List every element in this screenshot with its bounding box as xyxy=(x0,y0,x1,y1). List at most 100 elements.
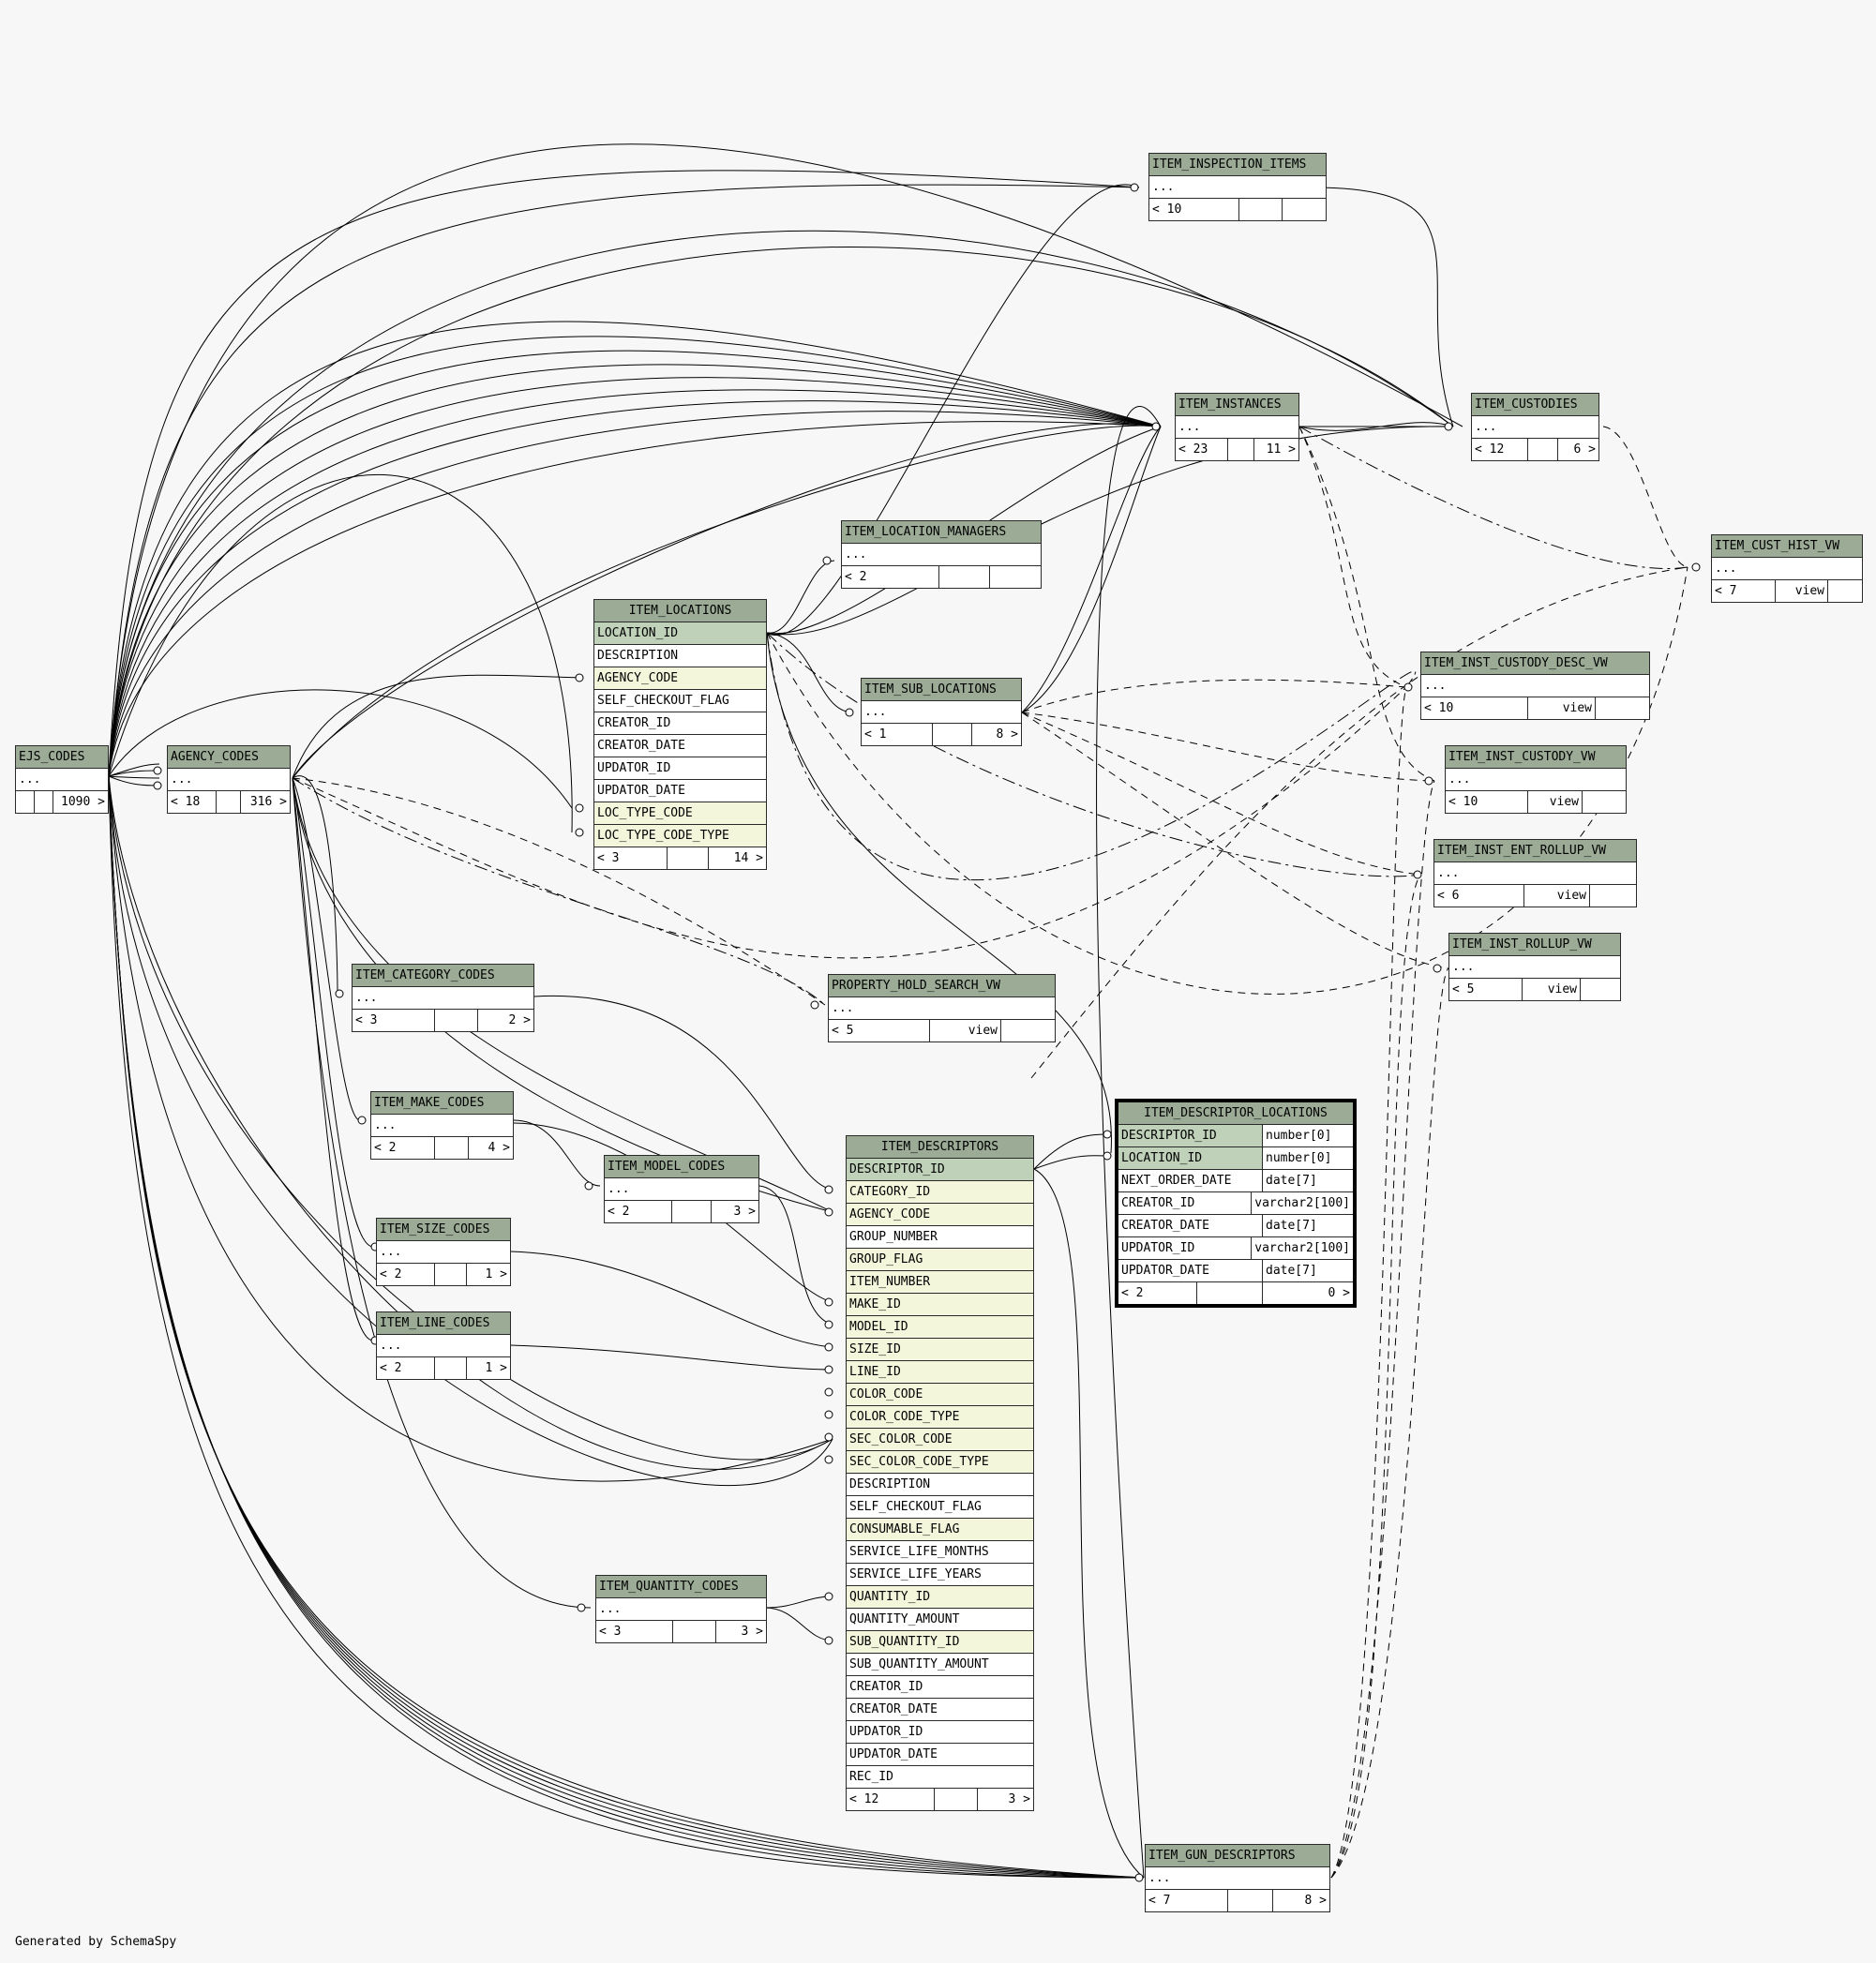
column-row[interactable]: ITEM_NUMBER xyxy=(847,1271,1033,1294)
children-count[interactable]: 6 > xyxy=(1573,442,1596,457)
table-item-size-codes[interactable]: ITEM_SIZE_CODES ... < 2 1 > xyxy=(376,1218,511,1286)
parents-count[interactable]: < 2 xyxy=(371,1137,435,1159)
children-count[interactable]: 3 > xyxy=(733,1205,756,1219)
children-count[interactable] xyxy=(1581,979,1620,1000)
table-item-sub-locations[interactable]: ITEM_SUB_LOCATIONS ... < 1 8 > xyxy=(861,678,1022,746)
children-count[interactable]: 1 > xyxy=(485,1267,507,1281)
collapsed-columns[interactable]: ... xyxy=(1472,416,1598,439)
collapsed-columns[interactable]: ... xyxy=(605,1178,758,1201)
table-item-model-codes[interactable]: ITEM_MODEL_CODES ... < 2 3 > xyxy=(604,1155,759,1223)
children-count[interactable]: 2 > xyxy=(508,1013,531,1027)
children-count[interactable]: 4 > xyxy=(488,1141,510,1155)
parents-count[interactable]: < 5 xyxy=(829,1020,930,1041)
column-row[interactable]: LOCATION_ID number[0] xyxy=(1118,1147,1353,1170)
collapsed-columns[interactable]: ... xyxy=(1421,675,1649,697)
column-row[interactable]: LINE_ID xyxy=(847,1361,1033,1384)
children-count[interactable]: 11 > xyxy=(1266,442,1296,457)
column-row[interactable]: AGENCY_CODE xyxy=(594,667,766,690)
collapsed-columns[interactable]: ... xyxy=(829,997,1055,1020)
column-row[interactable]: REC_ID xyxy=(847,1766,1033,1789)
collapsed-columns[interactable]: ... xyxy=(1712,558,1862,580)
column-row[interactable]: DESCRIPTION xyxy=(847,1474,1033,1496)
table-item-category-codes[interactable]: ITEM_CATEGORY_CODES ... < 3 2 > xyxy=(352,964,534,1032)
column-row[interactable]: LOCATION_ID xyxy=(594,622,766,645)
table-ejs-codes[interactable]: EJS_CODES ... 1090 > xyxy=(15,745,109,814)
children-count[interactable] xyxy=(1283,199,1326,220)
table-item-inspection-items[interactable]: ITEM_INSPECTION_ITEMS ... < 10 xyxy=(1148,153,1327,221)
collapsed-columns[interactable]: ... xyxy=(596,1598,766,1621)
parents-count[interactable]: < 3 xyxy=(353,1010,435,1031)
column-row[interactable]: AGENCY_CODE xyxy=(847,1204,1033,1226)
collapsed-columns[interactable]: ... xyxy=(377,1241,510,1264)
children-count[interactable]: 3 > xyxy=(741,1625,763,1639)
table-item-location-managers[interactable]: ITEM_LOCATION_MANAGERS ... < 2 xyxy=(841,520,1042,589)
parents-count[interactable]: < 2 xyxy=(377,1357,435,1379)
column-row[interactable]: MAKE_ID xyxy=(847,1294,1033,1316)
parents-count[interactable]: < 18 xyxy=(168,791,217,813)
collapsed-columns[interactable]: ... xyxy=(1449,956,1620,979)
column-row[interactable]: QUANTITY_ID xyxy=(847,1586,1033,1609)
children-count[interactable] xyxy=(1596,697,1649,719)
children-count[interactable]: 8 > xyxy=(1304,1894,1327,1908)
column-row[interactable]: QUANTITY_AMOUNT xyxy=(847,1609,1033,1631)
parents-count[interactable]: < 2 xyxy=(842,566,939,588)
children-count[interactable] xyxy=(1828,580,1862,602)
column-row[interactable]: CATEGORY_ID xyxy=(847,1181,1033,1204)
table-item-inst-ent-rollup-vw[interactable]: ITEM_INST_ENT_ROLLUP_VW ... < 6 view xyxy=(1433,839,1637,907)
parents-count[interactable]: < 3 xyxy=(596,1621,673,1642)
table-item-line-codes[interactable]: ITEM_LINE_CODES ... < 2 1 > xyxy=(376,1311,511,1380)
table-item-inst-custody-vw[interactable]: ITEM_INST_CUSTODY_VW ... < 10 view xyxy=(1445,745,1627,814)
parents-count[interactable]: < 7 xyxy=(1712,580,1776,602)
column-row[interactable]: SERVICE_LIFE_YEARS xyxy=(847,1564,1033,1586)
column-row[interactable]: MODEL_ID xyxy=(847,1316,1033,1339)
parents-count[interactable]: < 6 xyxy=(1434,885,1524,907)
column-row[interactable]: NEXT_ORDER_DATE date[7] xyxy=(1118,1170,1353,1192)
children-count[interactable]: 316 > xyxy=(249,795,287,809)
collapsed-columns[interactable]: ... xyxy=(377,1335,510,1357)
collapsed-columns[interactable]: ... xyxy=(168,769,290,791)
parents-count[interactable] xyxy=(16,791,35,813)
column-row[interactable]: CREATOR_DATE xyxy=(594,735,766,757)
parents-count[interactable]: < 10 xyxy=(1421,697,1528,719)
table-item-cust-hist-vw[interactable]: ITEM_CUST_HIST_VW ... < 7 view xyxy=(1711,534,1863,603)
children-count[interactable]: 3 > xyxy=(1008,1792,1030,1806)
column-row[interactable]: COLOR_CODE xyxy=(847,1384,1033,1406)
column-row[interactable]: CREATOR_ID varchar2[100] xyxy=(1118,1192,1353,1215)
parents-count[interactable]: < 12 xyxy=(1472,439,1528,460)
table-item-instances[interactable]: ITEM_INSTANCES ... < 23 11 > xyxy=(1175,393,1299,461)
collapsed-columns[interactable]: ... xyxy=(353,987,533,1010)
column-row[interactable]: SELF_CHECKOUT_FLAG xyxy=(594,690,766,712)
column-row[interactable]: UPDATOR_ID varchar2[100] xyxy=(1118,1237,1353,1260)
column-row[interactable]: CREATOR_ID xyxy=(594,712,766,735)
table-agency-codes[interactable]: AGENCY_CODES ... < 18 316 > xyxy=(167,745,291,814)
parents-count[interactable]: < 12 xyxy=(847,1789,935,1810)
table-item-custodies[interactable]: ITEM_CUSTODIES ... < 12 6 > xyxy=(1471,393,1599,461)
column-row[interactable]: DESCRIPTOR_ID xyxy=(847,1159,1033,1181)
table-item-descriptor-locations[interactable]: ITEM_DESCRIPTOR_LOCATIONS DESCRIPTOR_ID … xyxy=(1115,1099,1357,1308)
column-row[interactable]: LOC_TYPE_CODE xyxy=(594,802,766,825)
column-row[interactable]: DESCRIPTOR_ID number[0] xyxy=(1118,1125,1353,1147)
column-row[interactable]: UPDATOR_DATE date[7] xyxy=(1118,1260,1353,1282)
parents-count[interactable]: < 23 xyxy=(1176,439,1228,460)
children-count[interactable] xyxy=(1001,1020,1055,1041)
parents-count[interactable]: < 7 xyxy=(1146,1890,1228,1911)
table-item-gun-descriptors[interactable]: ITEM_GUN_DESCRIPTORS ... < 7 8 > xyxy=(1145,1844,1330,1912)
column-row[interactable]: GROUP_FLAG xyxy=(847,1249,1033,1271)
children-count[interactable] xyxy=(1583,791,1626,813)
column-row[interactable]: CREATOR_DATE date[7] xyxy=(1118,1215,1353,1237)
table-item-make-codes[interactable]: ITEM_MAKE_CODES ... < 2 4 > xyxy=(370,1091,514,1160)
collapsed-columns[interactable]: ... xyxy=(1149,176,1326,199)
collapsed-columns[interactable]: ... xyxy=(1434,862,1636,885)
parents-count[interactable]: < 2 xyxy=(605,1201,672,1222)
parents-count[interactable]: < 10 xyxy=(1446,791,1528,813)
parents-count[interactable]: < 1 xyxy=(862,724,933,745)
collapsed-columns[interactable]: ... xyxy=(842,544,1041,566)
children-count[interactable]: 1090 > xyxy=(61,795,105,809)
children-count[interactable] xyxy=(990,566,1041,588)
column-row[interactable]: UPDATOR_ID xyxy=(594,757,766,780)
parents-count[interactable]: < 10 xyxy=(1149,199,1239,220)
parents-count[interactable]: < 2 xyxy=(377,1264,435,1285)
column-row[interactable]: UPDATOR_DATE xyxy=(847,1744,1033,1766)
column-row[interactable]: SELF_CHECKOUT_FLAG xyxy=(847,1496,1033,1519)
column-row[interactable]: CREATOR_ID xyxy=(847,1676,1033,1699)
